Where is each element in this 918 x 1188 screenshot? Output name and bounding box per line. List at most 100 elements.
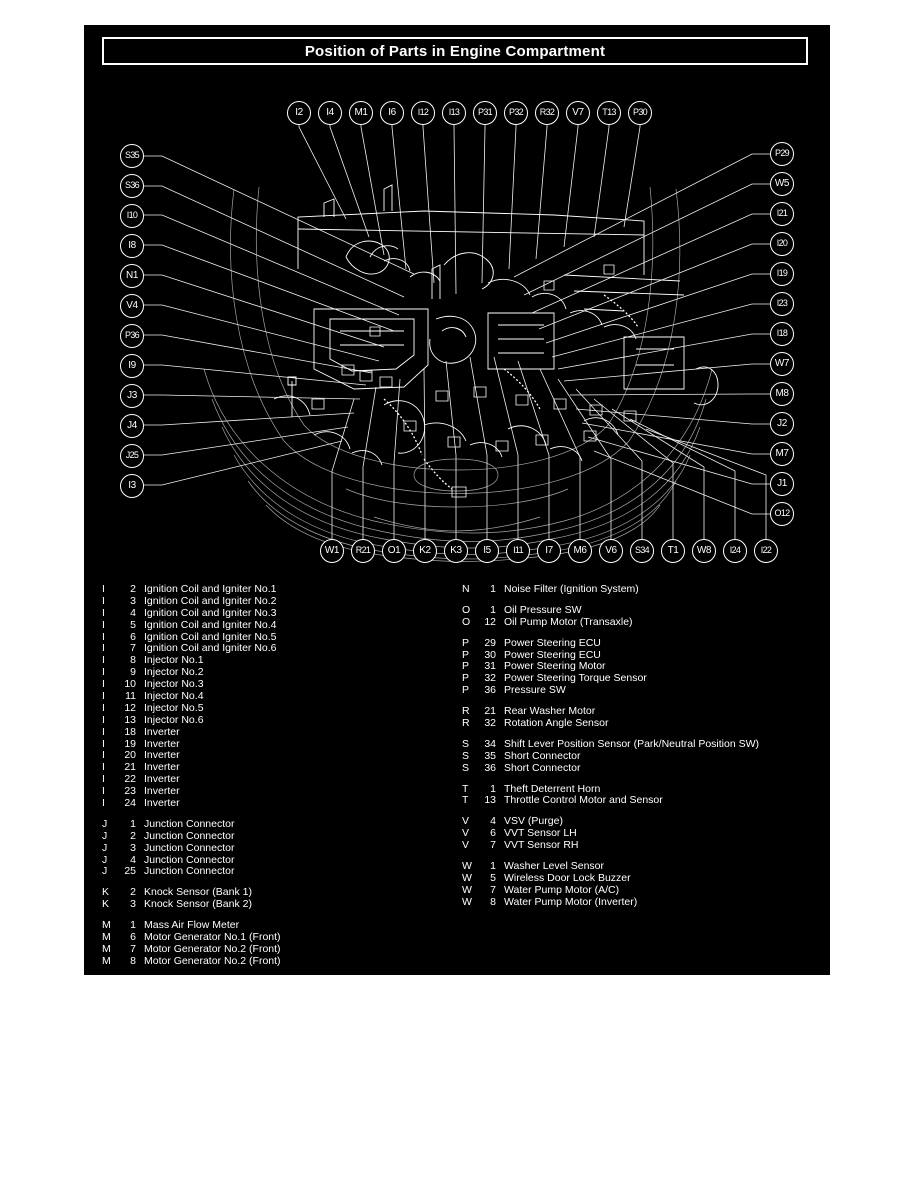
callout-v6[interactable]: V6: [599, 539, 623, 563]
legend-code-number: 4: [130, 606, 136, 619]
callout-w7[interactable]: W7: [770, 352, 794, 376]
legend-code-number: 6: [130, 931, 136, 944]
callout-n1[interactable]: N1: [120, 264, 144, 288]
legend-description: Injector No.3: [144, 678, 204, 691]
callout-s35[interactable]: S35: [120, 144, 144, 168]
legend-code-letter: M: [102, 942, 111, 955]
callout-i7[interactable]: I7: [537, 539, 561, 563]
legend-description: Ignition Coil and Igniter No.6: [144, 642, 277, 655]
callout-r32[interactable]: R32: [535, 101, 559, 125]
callout-j25[interactable]: J25: [120, 444, 144, 468]
callout-v7[interactable]: V7: [566, 101, 590, 125]
callout-i20[interactable]: I20: [770, 232, 794, 256]
callout-i21[interactable]: I21: [770, 202, 794, 226]
callout-i12[interactable]: I12: [411, 101, 435, 125]
callout-p29[interactable]: P29: [770, 142, 794, 166]
legend-code-number: 1: [130, 817, 136, 830]
callout-i23[interactable]: I23: [770, 292, 794, 316]
callout-s36[interactable]: S36: [120, 174, 144, 198]
callout-i4[interactable]: I4: [318, 101, 342, 125]
legend-code-letter: K: [102, 886, 110, 899]
callout-w5[interactable]: W5: [770, 172, 794, 196]
callout-j1[interactable]: J1: [770, 472, 794, 496]
callout-i3[interactable]: I3: [120, 474, 144, 498]
legend-description: Inverter: [144, 773, 180, 786]
legend-code-number: 3: [130, 898, 136, 911]
callout-m6[interactable]: M6: [568, 539, 592, 563]
callout-p36[interactable]: P36: [120, 324, 144, 348]
callout-i8[interactable]: I8: [120, 234, 144, 258]
legend-code-number: 13: [484, 794, 496, 807]
legend-code-letter: W: [462, 883, 472, 896]
legend-code-number: 7: [130, 642, 136, 655]
legend-code-number: 4: [490, 815, 496, 828]
callout-i22[interactable]: I22: [754, 539, 778, 563]
callout-k3[interactable]: K3: [444, 539, 468, 563]
legend-code-letter: I: [102, 797, 105, 810]
legend-code-number: 36: [484, 761, 496, 774]
callout-s34[interactable]: S34: [630, 539, 654, 563]
callout-i10[interactable]: I10: [120, 204, 144, 228]
legend-description: Knock Sensor (Bank 2): [144, 898, 252, 911]
callout-k2[interactable]: K2: [413, 539, 437, 563]
callout-m7[interactable]: M7: [770, 442, 794, 466]
callout-o1[interactable]: O1: [382, 539, 406, 563]
callout-i6[interactable]: I6: [380, 101, 404, 125]
callout-w1[interactable]: W1: [320, 539, 344, 563]
callout-i9[interactable]: I9: [120, 354, 144, 378]
callout-i19[interactable]: I19: [770, 262, 794, 286]
legend-description: Junction Connector: [144, 841, 235, 854]
page-title: Position of Parts in Engine Compartment: [304, 42, 606, 60]
legend-code-letter: I: [102, 737, 105, 750]
callout-j2[interactable]: J2: [770, 412, 794, 436]
callout-p31[interactable]: P31: [473, 101, 497, 125]
callout-i5[interactable]: I5: [475, 539, 499, 563]
legend-code-letter: T: [462, 782, 469, 795]
callout-m1[interactable]: M1: [349, 101, 373, 125]
callout-t1[interactable]: T1: [661, 539, 685, 563]
callout-j4[interactable]: J4: [120, 414, 144, 438]
callout-i13[interactable]: I13: [442, 101, 466, 125]
callout-i2[interactable]: I2: [287, 101, 311, 125]
legend-description: Ignition Coil and Igniter No.1: [144, 583, 277, 595]
callout-p32[interactable]: P32: [504, 101, 528, 125]
legend-code-number: 24: [124, 797, 136, 810]
callout-v4[interactable]: V4: [120, 294, 144, 318]
legend-code-number: 12: [124, 701, 136, 714]
callout-i18[interactable]: I18: [770, 322, 794, 346]
callout-p30[interactable]: P30: [628, 101, 652, 125]
legend-code-number: 1: [130, 919, 136, 932]
legend-description: Motor Generator No.2 (Front): [144, 942, 281, 955]
callout-o12[interactable]: O12: [770, 502, 794, 526]
callout-t13[interactable]: T13: [597, 101, 621, 125]
callout-i11[interactable]: I11: [506, 539, 530, 563]
callout-i24[interactable]: I24: [723, 539, 747, 563]
callout-w8[interactable]: W8: [692, 539, 716, 563]
callout-j3[interactable]: J3: [120, 384, 144, 408]
callout-r21[interactable]: R21: [351, 539, 375, 563]
callout-m8[interactable]: M8: [770, 382, 794, 406]
